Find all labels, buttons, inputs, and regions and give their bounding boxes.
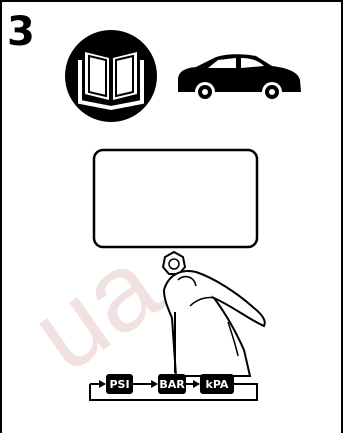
finger-press-icon bbox=[164, 271, 265, 376]
arrow-right-icon bbox=[151, 380, 158, 388]
car-icon bbox=[178, 54, 301, 102]
unit-label-kpa: kPA bbox=[206, 378, 229, 391]
manual-book-icon bbox=[65, 30, 157, 122]
unit-label-bar: BAR bbox=[159, 378, 185, 391]
display-screen bbox=[94, 150, 257, 247]
unit-label-psi: PSI bbox=[109, 378, 129, 391]
arrow-right-icon bbox=[193, 380, 200, 388]
arrow-right-icon bbox=[99, 380, 106, 388]
